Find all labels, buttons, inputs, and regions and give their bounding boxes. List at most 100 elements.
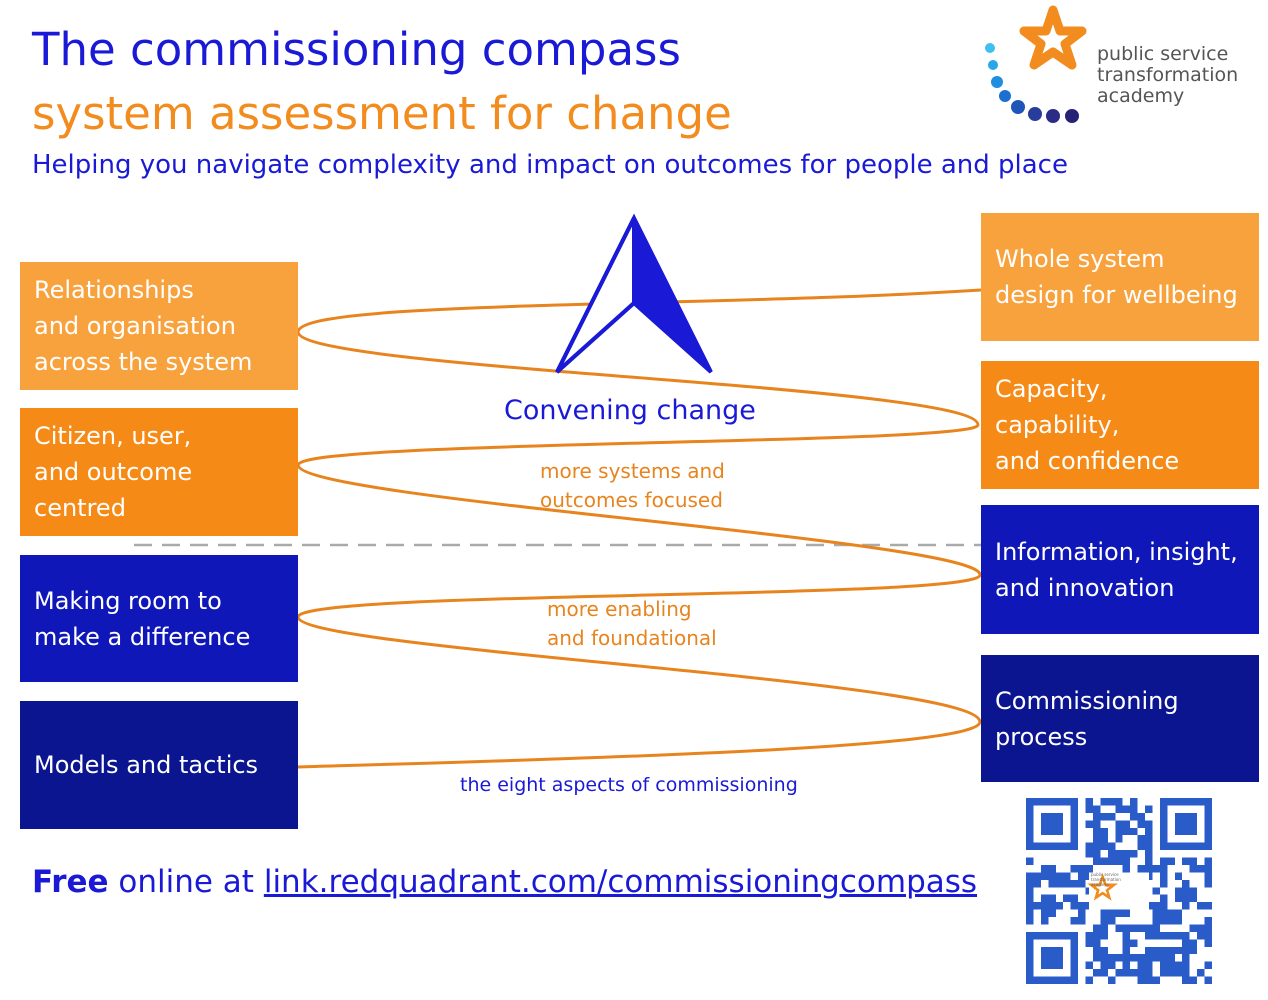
qr-module xyxy=(1078,917,1086,925)
qr-module xyxy=(1152,909,1160,918)
qr-logo-line: academy xyxy=(1091,882,1110,887)
qr-module xyxy=(1189,946,1198,955)
qr-module xyxy=(1026,887,1034,895)
qr-module xyxy=(1189,864,1198,873)
enabling-foundational-label: more enabling and foundational xyxy=(547,595,717,653)
qr-module xyxy=(1145,954,1153,962)
qr-module xyxy=(1204,872,1212,880)
qr-module xyxy=(1063,879,1071,888)
qr-module xyxy=(1122,939,1131,947)
qr-module xyxy=(1085,976,1093,984)
qr-module xyxy=(1092,850,1101,858)
qr-module xyxy=(1174,917,1183,925)
qr-module xyxy=(1145,961,1153,970)
qr-module xyxy=(1100,835,1108,843)
qr-module xyxy=(1048,879,1056,888)
compass-link[interactable]: link.redquadrant.com/commissioningcompas… xyxy=(263,864,978,900)
logo-dot xyxy=(985,43,995,53)
qr-module xyxy=(1100,827,1108,836)
qr-star-icon xyxy=(1087,873,1118,901)
label-line: outcomes focused xyxy=(540,488,723,512)
qr-module xyxy=(1197,969,1205,977)
qr-module xyxy=(1137,954,1146,962)
qr-module xyxy=(1167,954,1175,962)
qr-module xyxy=(1167,909,1175,918)
qr-module xyxy=(1033,879,1041,888)
qr-module xyxy=(1182,931,1190,940)
qr-module xyxy=(1055,872,1064,880)
qr-module xyxy=(1115,969,1123,977)
qr-logo-text: public service transformation academy xyxy=(1091,872,1121,887)
convening-change-label: Convening change xyxy=(504,395,756,426)
qr-module xyxy=(1122,857,1131,865)
box-making-room: Making room to make a difference xyxy=(20,555,298,682)
qr-module xyxy=(1100,909,1108,918)
logo-line: public service xyxy=(1097,43,1229,65)
qr-module xyxy=(1085,902,1093,910)
qr-module xyxy=(1048,894,1056,903)
qr-module xyxy=(1152,924,1160,932)
qr-module xyxy=(1070,879,1079,888)
qr-module xyxy=(1122,946,1131,955)
qr-module xyxy=(1026,902,1034,910)
qr-module xyxy=(1055,902,1064,910)
box-line: Information, insight, xyxy=(995,537,1238,566)
box-line: Models and tactics xyxy=(34,751,259,779)
qr-module xyxy=(1092,820,1101,828)
box-line: across the system xyxy=(34,348,253,376)
qr-module xyxy=(1107,842,1116,851)
qr-module xyxy=(1182,939,1190,947)
curve-segment xyxy=(296,331,980,426)
qr-module xyxy=(1145,842,1153,851)
qr-module xyxy=(1152,887,1160,895)
box-line: and outcome xyxy=(34,458,193,486)
qr-module xyxy=(1197,924,1205,932)
logo-dot xyxy=(1011,100,1025,114)
box-line: and innovation xyxy=(995,573,1175,602)
qr-module xyxy=(1145,931,1153,940)
qr-module xyxy=(1122,909,1131,918)
qr-module xyxy=(1107,909,1116,918)
qr-module xyxy=(1122,969,1131,977)
qr-module xyxy=(1130,805,1138,813)
logo-text: public service transformation academy xyxy=(1097,44,1238,107)
qr-module xyxy=(1145,976,1153,984)
qr-module xyxy=(1174,894,1183,903)
qr-module xyxy=(1107,954,1116,962)
qr-module xyxy=(1100,798,1108,806)
online-at-label: online at xyxy=(118,864,254,900)
qr-module xyxy=(1145,827,1153,836)
qr-module xyxy=(1026,917,1034,925)
qr-module xyxy=(1026,894,1034,903)
qr-module xyxy=(1085,798,1093,806)
qr-module xyxy=(1107,850,1116,858)
qr-module xyxy=(1137,924,1146,932)
qr-module xyxy=(1204,857,1212,865)
curve-segment xyxy=(296,573,982,619)
qr-module xyxy=(1182,879,1190,888)
qr-module xyxy=(1137,864,1146,873)
qr-code-icon[interactable] xyxy=(1026,798,1212,984)
box-models-tactics: Models and tactics xyxy=(20,701,298,829)
qr-module xyxy=(1078,909,1086,918)
qr-module xyxy=(1204,961,1212,970)
qr-logo-line: public service xyxy=(1091,872,1119,877)
qr-module xyxy=(1122,850,1131,858)
qr-module xyxy=(1182,946,1190,955)
qr-module xyxy=(1130,850,1138,858)
qr-module xyxy=(1115,909,1123,918)
label-line: more systems and xyxy=(540,459,725,483)
qr-module xyxy=(1070,894,1079,903)
qr-module xyxy=(1182,976,1190,984)
qr-module xyxy=(1174,909,1183,918)
qr-module xyxy=(1040,872,1049,880)
page-subtitle: system assessment for change xyxy=(32,87,732,140)
qr-module xyxy=(1092,954,1101,962)
qr-module xyxy=(1145,969,1153,977)
box-capacity-capability: Capacity, capability, and confidence xyxy=(981,361,1259,489)
qr-module xyxy=(1092,835,1101,843)
qr-module xyxy=(1107,812,1116,821)
qr-module xyxy=(1159,909,1168,918)
qr-module xyxy=(1085,842,1093,851)
